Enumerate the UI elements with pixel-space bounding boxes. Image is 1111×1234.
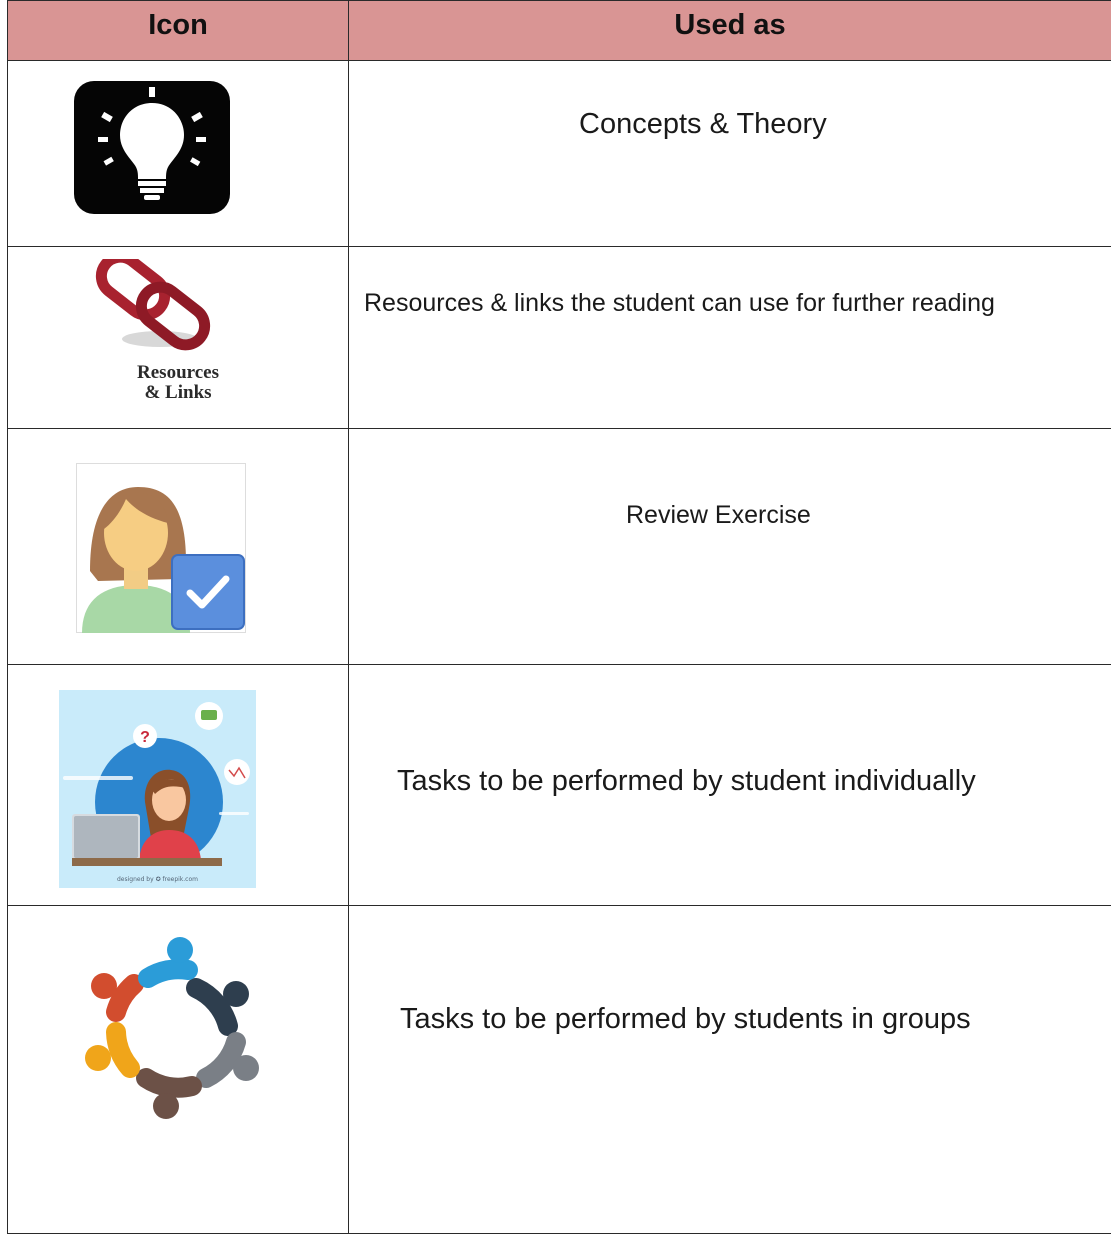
- chain-link-icon: [88, 259, 228, 351]
- used-as-text: Tasks to be performed by students in gro…: [400, 1003, 971, 1036]
- used-as-text: Tasks to be performed by student individ…: [397, 765, 976, 798]
- icon-cell: Resources & Links: [8, 247, 349, 429]
- links-caption: & Links: [8, 383, 348, 403]
- used-as-cell: Review Exercise: [349, 429, 1111, 665]
- svg-text:?: ?: [140, 729, 150, 746]
- used-as-text: Review Exercise: [626, 501, 811, 530]
- used-as-cell: Concepts & Theory: [349, 61, 1111, 247]
- resources-caption: Resources: [8, 363, 348, 383]
- table-row: Concepts & Theory: [8, 61, 1111, 247]
- student-at-laptop-illustration: ? designed: [59, 690, 256, 888]
- lightbulb-icon: [74, 81, 230, 214]
- used-as-text: Resources & links the student can use fo…: [364, 289, 995, 318]
- icon-cell: [8, 429, 349, 665]
- icon-cell: [8, 906, 349, 1234]
- icon-legend-table: Icon Used as: [7, 0, 1111, 1234]
- header-used-as: Used as: [349, 1, 1111, 61]
- table-row: Review Exercise: [8, 429, 1111, 665]
- used-as-cell: Tasks to be performed by students in gro…: [349, 906, 1111, 1234]
- used-as-text: Concepts & Theory: [579, 108, 827, 141]
- user-check-icon: [76, 463, 246, 633]
- table-row: Tasks to be performed by students in gro…: [8, 906, 1111, 1234]
- icon-cell: [8, 61, 349, 247]
- header-row: Icon Used as: [8, 1, 1111, 61]
- used-as-cell: Tasks to be performed by student individ…: [349, 665, 1111, 906]
- header-icon: Icon: [8, 1, 349, 61]
- group-circle-icon: [76, 928, 272, 1124]
- illustration-credit: designed by ✪ freepik.com: [59, 876, 256, 883]
- icon-cell: ? designed: [8, 665, 349, 906]
- table-row: Resources & Links Resources & links the …: [8, 247, 1111, 429]
- used-as-cell: Resources & links the student can use fo…: [349, 247, 1111, 429]
- table-row: ? designed: [8, 665, 1111, 906]
